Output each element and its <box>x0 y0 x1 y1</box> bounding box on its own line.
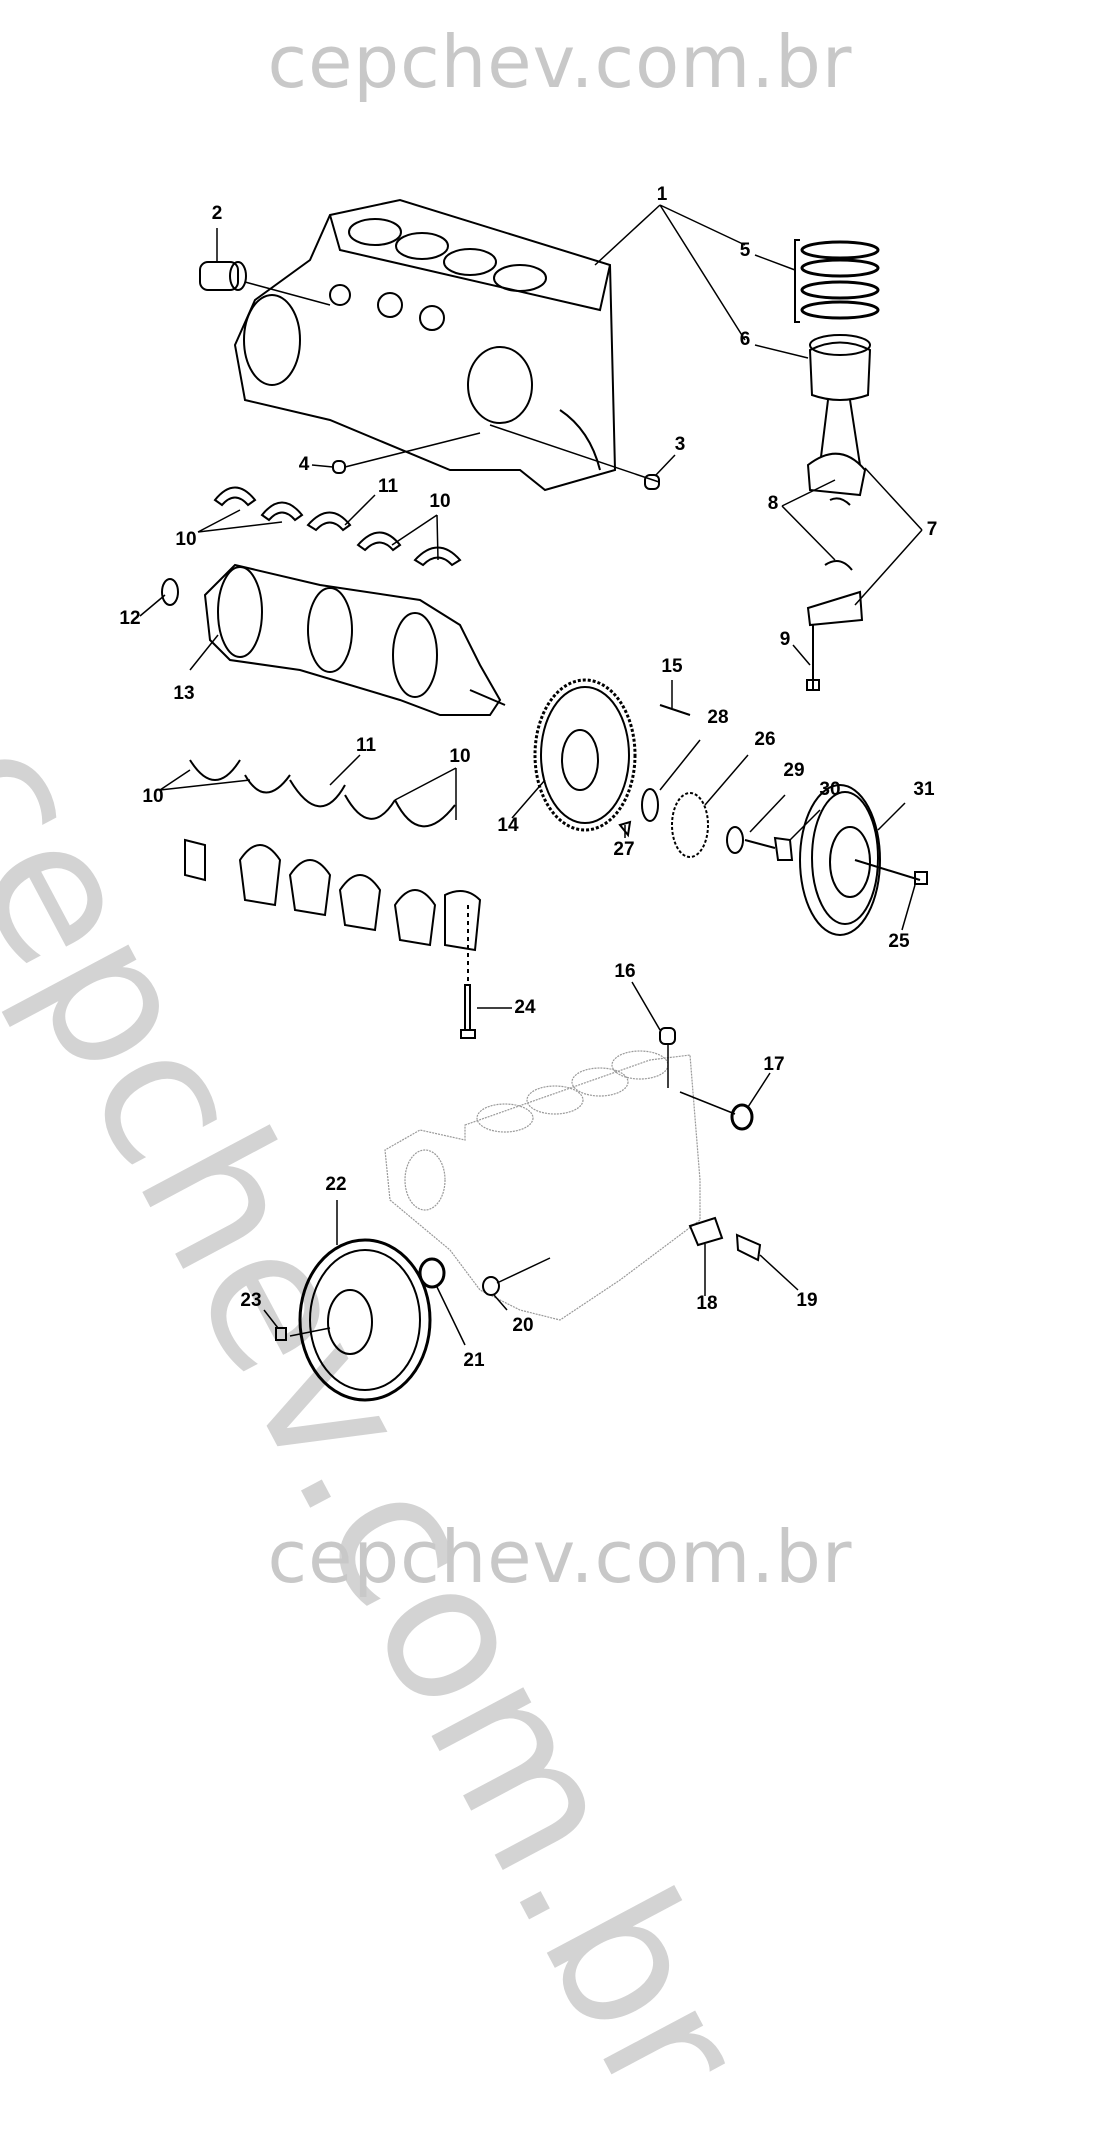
callout-13: 13 <box>173 683 195 704</box>
callout-17: 17 <box>763 1054 785 1075</box>
callout-25: 25 <box>888 931 910 952</box>
callout-16: 16 <box>614 961 636 982</box>
flywheel <box>275 1238 432 1402</box>
callout-10-lower-left: 10 <box>142 786 164 807</box>
callout-5: 5 <box>739 240 751 261</box>
callout-28: 28 <box>707 707 729 728</box>
engine-block <box>233 198 617 492</box>
exploded-parts-diagram <box>139 198 928 1402</box>
callout-4: 4 <box>298 454 310 475</box>
lower-bearing-shells <box>189 759 456 828</box>
callout-10-upper-left: 10 <box>175 529 197 550</box>
callout-12: 12 <box>119 608 141 629</box>
callout-30: 30 <box>819 779 841 800</box>
callout-23: 23 <box>240 1290 262 1311</box>
callout-11-upper: 11 <box>377 476 399 497</box>
callout-10-upper-right: 10 <box>429 491 451 512</box>
crankshaft-pulley <box>799 784 928 936</box>
plugs-and-seals <box>332 424 762 1296</box>
upper-bearing-shells <box>213 486 462 567</box>
crankshaft <box>161 563 506 716</box>
callout-20: 20 <box>512 1315 534 1336</box>
engine-block-ghost <box>384 1050 701 1321</box>
callout-11-lower: 11 <box>355 735 377 756</box>
callout-24: 24 <box>514 997 536 1018</box>
watermark-bottom: cepchev.com.br <box>267 1515 853 1599</box>
main-bearing-caps <box>184 838 482 1039</box>
leader-lines <box>139 204 923 1346</box>
callout-1: 1 <box>656 184 668 205</box>
piston-rings <box>794 239 880 323</box>
callout-21: 21 <box>463 1350 485 1371</box>
callout-31: 31 <box>913 779 935 800</box>
crank-sprocket-assembly <box>618 704 794 861</box>
callout-19: 19 <box>796 1290 818 1311</box>
callout-22: 22 <box>325 1174 347 1195</box>
callout-9: 9 <box>779 629 791 650</box>
callout-6: 6 <box>739 329 751 350</box>
callout-15: 15 <box>661 656 683 677</box>
piston-connecting-rod <box>806 334 872 691</box>
callout-8: 8 <box>767 493 779 514</box>
callout-26: 26 <box>754 729 776 750</box>
cylinder-sleeve <box>199 261 331 306</box>
callout-10-lower-right: 10 <box>449 746 471 767</box>
callout-29: 29 <box>783 760 805 781</box>
callout-18: 18 <box>696 1293 718 1314</box>
callout-2: 2 <box>211 203 223 224</box>
callout-14: 14 <box>497 815 519 836</box>
callout-3: 3 <box>674 434 686 455</box>
callout-27: 27 <box>613 839 635 860</box>
watermark-top: cepchev.com.br <box>267 20 853 104</box>
callout-7: 7 <box>926 519 938 540</box>
timing-gear <box>533 678 637 832</box>
